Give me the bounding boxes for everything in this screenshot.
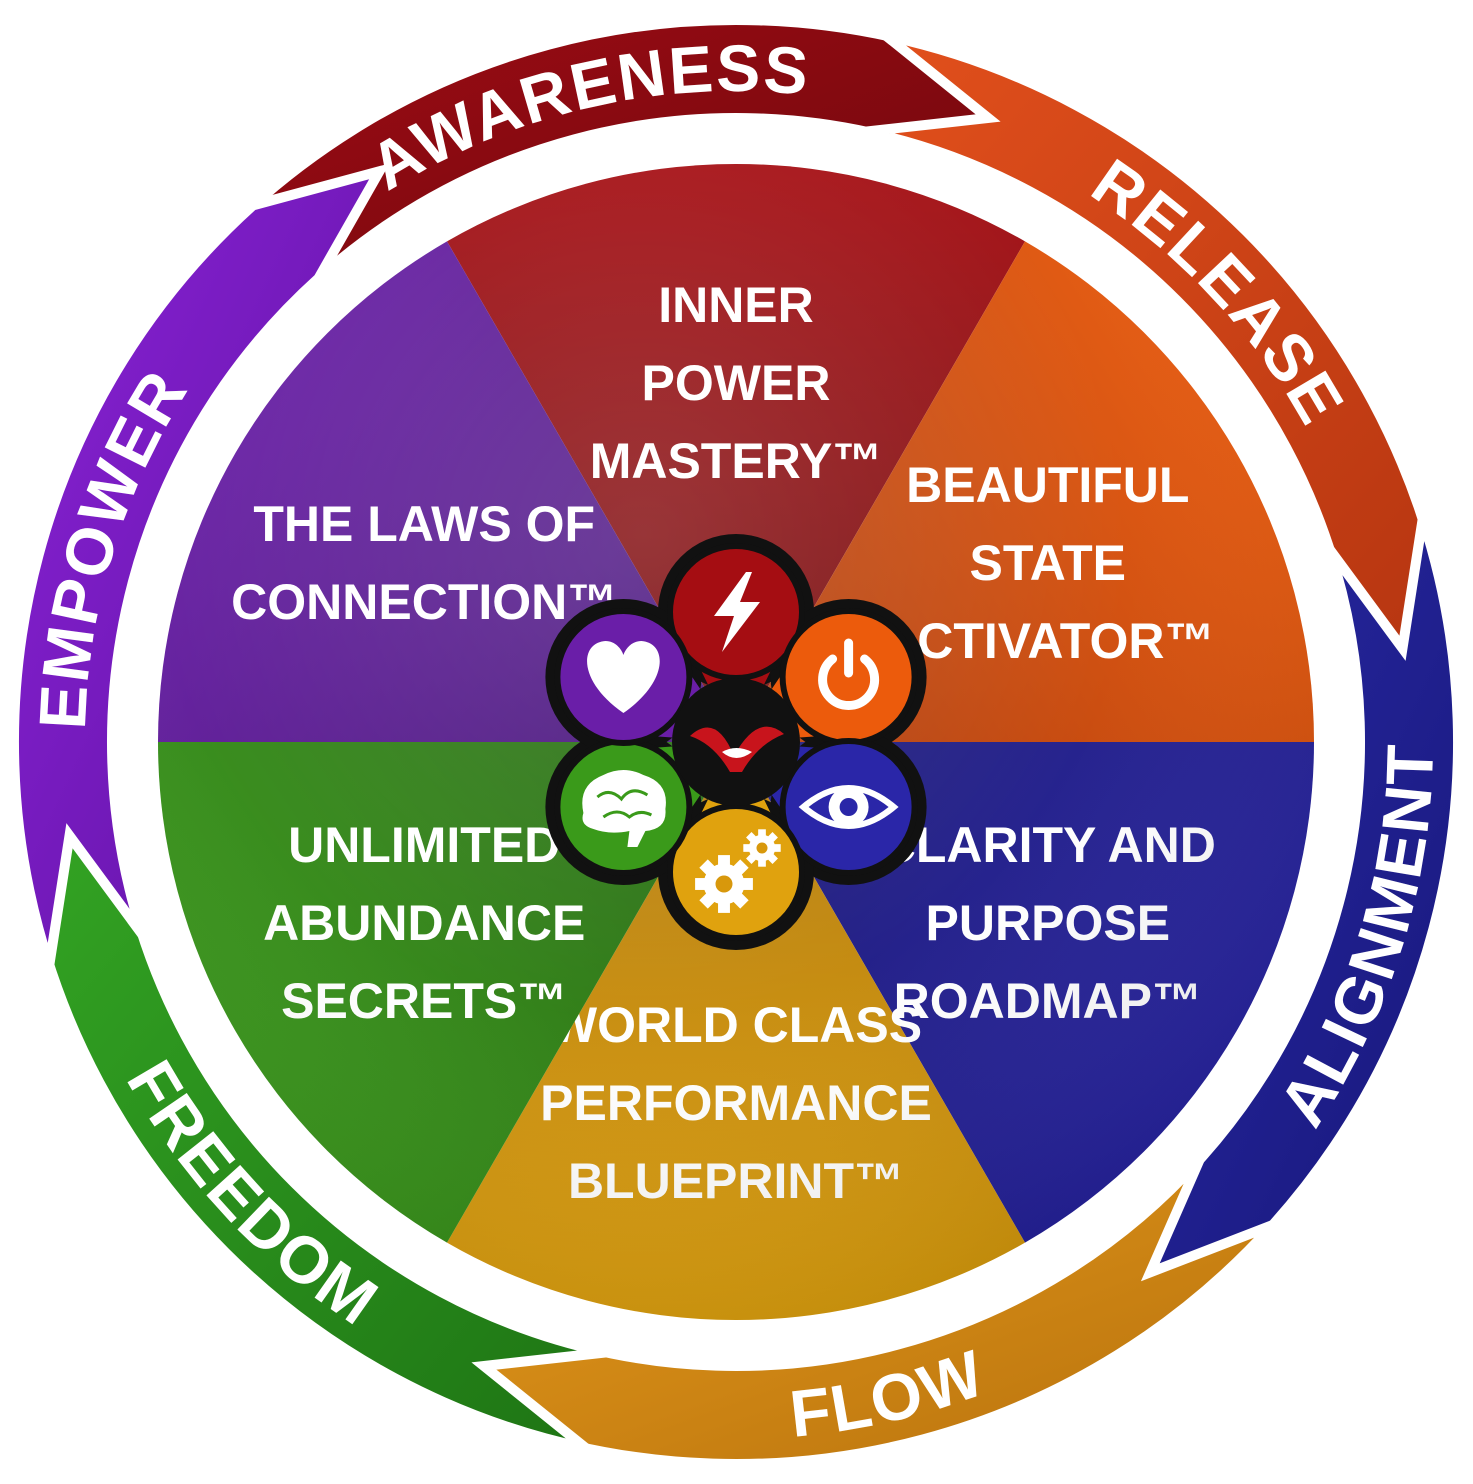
segment-label: WORLD CLASS PERFORMANCE BLUEPRINT™ [540, 997, 932, 1209]
segment-label-line: ACTIVATOR™ [881, 613, 1214, 669]
segment-label-line: CONNECTION™ [231, 574, 617, 630]
flower-petal-3 [736, 738, 918, 876]
segment-label-line: BEAUTIFUL [906, 457, 1189, 513]
segment-label-line: ROADMAP™ [894, 973, 1202, 1029]
brain-icon [582, 770, 666, 847]
segment-label-line: MASTERY™ [590, 433, 883, 489]
heart-icon [587, 641, 660, 713]
power-icon [818, 638, 880, 710]
segment-label-line: THE LAWS OF [253, 496, 595, 552]
gears-icon [695, 829, 781, 913]
segment-label-line: WORLD CLASS [550, 997, 922, 1053]
eye-icon [798, 785, 899, 829]
segment-label-line: ABUNDANCE [263, 895, 585, 951]
segment-label-line: SECRETS™ [281, 973, 567, 1029]
segment-label-line: PURPOSE [926, 895, 1171, 951]
segment-label-line: BLUEPRINT™ [568, 1153, 904, 1209]
center-flower [545, 534, 927, 950]
segment-label: CLARITY AND PURPOSE ROADMAP™ [880, 817, 1216, 1029]
segment-label-line: INNER [658, 277, 814, 333]
segment-label-line: POWER [642, 355, 831, 411]
segment-label-line: PERFORMANCE [540, 1075, 932, 1131]
segment-label-line: CLARITY AND [880, 817, 1216, 873]
lightning-icon [714, 572, 760, 652]
segment-label: UNLIMITED ABUNDANCE SECRETS™ [263, 817, 585, 1029]
bird-logo-icon [672, 678, 800, 806]
segment-label-line: UNLIMITED [288, 817, 560, 873]
segment-label-line: STATE [970, 535, 1126, 591]
